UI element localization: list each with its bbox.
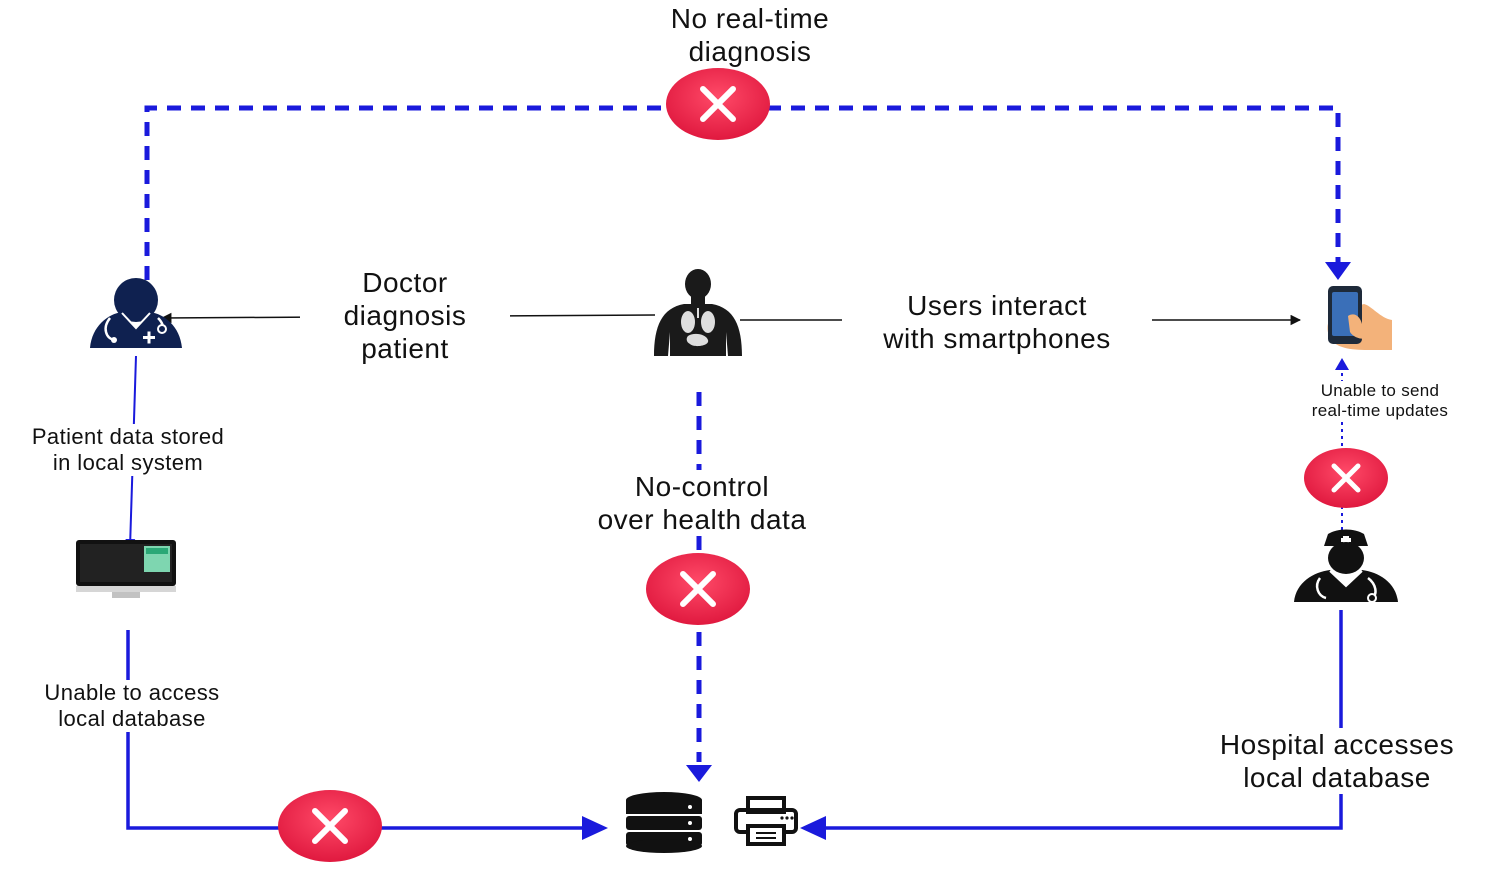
label-no-control: No-control over health data xyxy=(562,470,842,537)
arrowhead-smartphone xyxy=(1325,262,1351,280)
edge-hospital-access xyxy=(812,610,1343,830)
printer-icon xyxy=(734,796,798,846)
label-users-interact: Users interact with smartphones xyxy=(842,289,1152,356)
blocked-icon xyxy=(1304,448,1388,508)
arrowhead-smartphone-bottom xyxy=(1335,358,1349,370)
smartphone-hand-icon xyxy=(1327,286,1392,350)
edge-no-realtime xyxy=(144,105,1341,280)
label-doctor-diagnosis: Doctor diagnosis patient xyxy=(300,266,510,365)
arrowhead-database-right xyxy=(800,816,826,840)
label-unable-send: Unable to send real-time updates xyxy=(1270,381,1490,422)
arrowhead-database-top xyxy=(686,765,712,782)
blocked-icon xyxy=(666,68,770,140)
blocked-icon xyxy=(646,553,750,625)
blocked-icon xyxy=(278,790,382,862)
computer-monitor-icon xyxy=(76,540,176,598)
arrowhead-database-left xyxy=(582,816,608,840)
database-icon xyxy=(626,792,702,853)
label-patient-data: Patient data stored in local system xyxy=(0,424,256,476)
human-body-icon xyxy=(654,269,742,356)
label-hospital-access: Hospital accesses local database xyxy=(1178,728,1496,795)
doctor-icon xyxy=(90,278,182,348)
label-unable-access: Unable to access local database xyxy=(4,680,260,732)
nurse-icon xyxy=(1294,529,1398,603)
label-no-realtime: No real-time diagnosis xyxy=(670,3,830,68)
